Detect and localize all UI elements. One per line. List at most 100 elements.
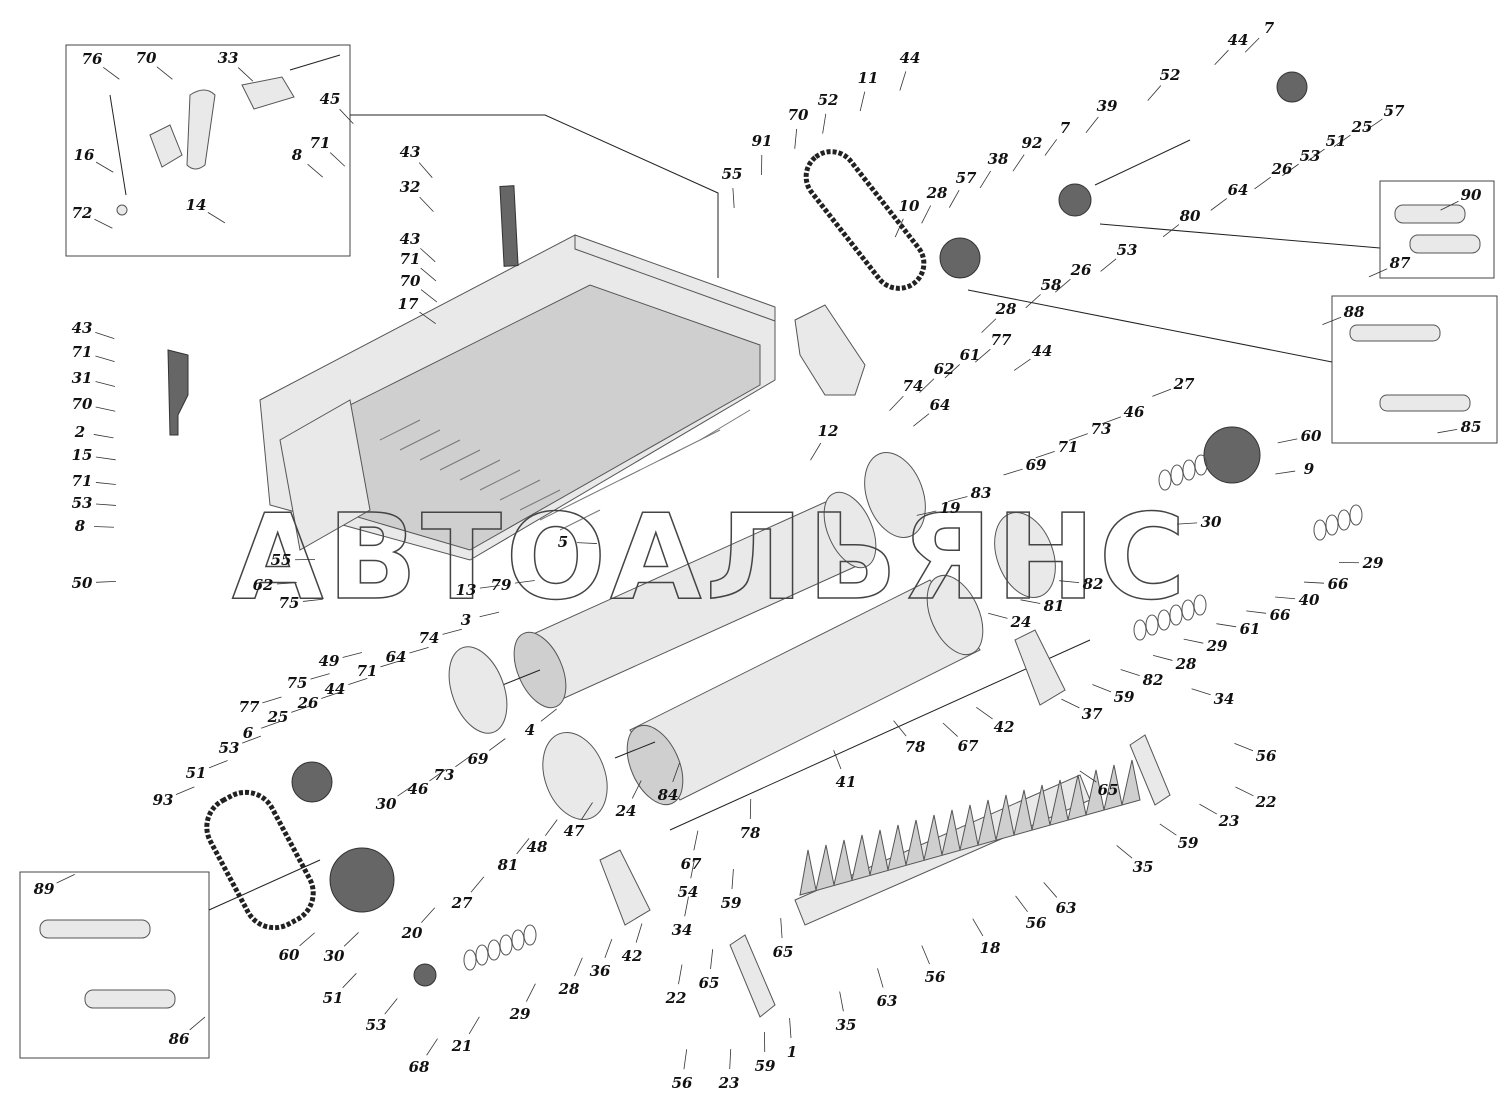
leader-line — [981, 318, 997, 333]
callout-label: 71 — [1058, 438, 1079, 456]
callout-label: 56 — [1026, 914, 1047, 932]
callout-label: 83 — [971, 484, 992, 502]
leader-line — [1025, 294, 1041, 309]
leader-line — [348, 678, 368, 686]
leader-line — [710, 949, 714, 970]
callout-label: 57 — [956, 169, 977, 187]
sprocket-7-right — [1276, 71, 1308, 103]
callout-label: 29 — [509, 1005, 531, 1023]
callout-label: 71 — [310, 134, 331, 152]
leader-line — [488, 738, 506, 751]
leader-line — [302, 598, 323, 602]
leader-line — [889, 395, 904, 411]
callout-label: 61 — [1240, 620, 1261, 638]
leader-line — [420, 267, 437, 282]
callout-label: 22 — [1255, 793, 1277, 811]
callout-label: 41 — [836, 773, 857, 791]
callout-label: 40 — [1299, 591, 1320, 609]
callout-label: 8 — [75, 517, 86, 535]
leader-line — [291, 705, 311, 713]
callout-label: 56 — [672, 1074, 693, 1092]
plate-12 — [794, 304, 866, 396]
leader-line — [1044, 139, 1058, 156]
callout-label: 73 — [1091, 420, 1112, 438]
leader-line — [1234, 742, 1254, 752]
leader-line — [859, 91, 866, 112]
callout-label: 82 — [1083, 575, 1104, 593]
callout-label: 70 — [136, 49, 157, 67]
callout-label: 82 — [1143, 671, 1164, 689]
leader-line — [526, 983, 536, 1002]
leader-line — [1322, 316, 1342, 325]
callout-label: 54 — [678, 883, 699, 901]
leader-line — [545, 819, 558, 836]
leader-line — [94, 218, 113, 229]
leader-line — [810, 442, 822, 461]
callout-label: 30 — [1201, 513, 1222, 531]
leader-line — [95, 456, 116, 461]
callout-label: 86 — [169, 1030, 190, 1048]
callout-label: 55 — [722, 165, 743, 183]
disc-19 — [994, 512, 1056, 598]
leader-line — [342, 973, 357, 989]
leader-line — [56, 874, 75, 884]
leader-line — [1304, 581, 1325, 584]
arm-42 — [599, 849, 651, 926]
callout-label: 4 — [525, 721, 535, 739]
callout-label: 69 — [1026, 456, 1047, 474]
callout-label: 67 — [958, 737, 979, 755]
leader-line — [479, 611, 500, 618]
callout-label: 33 — [218, 49, 239, 67]
callout-label: 25 — [1351, 118, 1373, 136]
callout-label: 17 — [398, 295, 419, 313]
callout-label: 65 — [773, 943, 794, 961]
callout-label: 12 — [818, 422, 839, 440]
leader-line — [839, 991, 844, 1012]
leader-line — [1162, 224, 1180, 238]
callout-label: 44 — [900, 49, 921, 67]
callout-label: 64 — [930, 396, 951, 414]
leader-line — [419, 196, 434, 212]
callout-label: 65 — [699, 974, 720, 992]
callout-label: 26 — [297, 694, 319, 712]
callout-label: 93 — [153, 791, 174, 809]
callout-label: 21 — [451, 1037, 473, 1055]
callout-label: 71 — [357, 662, 378, 680]
callout-label: 92 — [1022, 134, 1043, 152]
leader-line — [1152, 388, 1172, 397]
leader-line — [684, 896, 689, 917]
leader-line — [1308, 148, 1325, 161]
shaft-41 — [669, 639, 1091, 831]
callout-label: 44 — [1228, 31, 1249, 49]
leader-line — [1120, 669, 1140, 677]
leader-line — [1235, 786, 1254, 797]
callout-label: 87 — [1390, 254, 1411, 272]
leader-line — [208, 760, 228, 769]
callout-label: 52 — [818, 91, 839, 109]
sprocket-7 — [1058, 183, 1092, 217]
leader-line — [893, 720, 907, 737]
callout-label: 9 — [1304, 460, 1315, 478]
leader-line — [913, 413, 930, 427]
leader-line — [1216, 623, 1237, 628]
leader-line — [1275, 470, 1296, 475]
inset-box-chain-links-90 — [1379, 180, 1495, 279]
callout-label: 64 — [386, 648, 407, 666]
leader-line — [1244, 37, 1260, 53]
callout-label: 53 — [1117, 241, 1138, 259]
inset-connector-line — [350, 114, 719, 278]
callout-label: 43 — [400, 230, 421, 248]
callout-label: 66 — [1328, 575, 1349, 593]
callout-label: 63 — [877, 992, 898, 1010]
callout-label: 57 — [1384, 102, 1405, 120]
chain-91 — [803, 149, 927, 291]
callout-label: 8 — [292, 146, 303, 164]
leader-line — [1061, 698, 1080, 709]
bracket-plate — [167, 349, 189, 436]
callout-label: 5 — [558, 533, 568, 551]
callout-label: 78 — [740, 824, 761, 842]
callout-label: 53 — [1300, 147, 1321, 165]
leader-line — [307, 163, 324, 178]
callout-label: 66 — [1270, 606, 1291, 624]
callout-label: 37 — [1082, 705, 1103, 723]
